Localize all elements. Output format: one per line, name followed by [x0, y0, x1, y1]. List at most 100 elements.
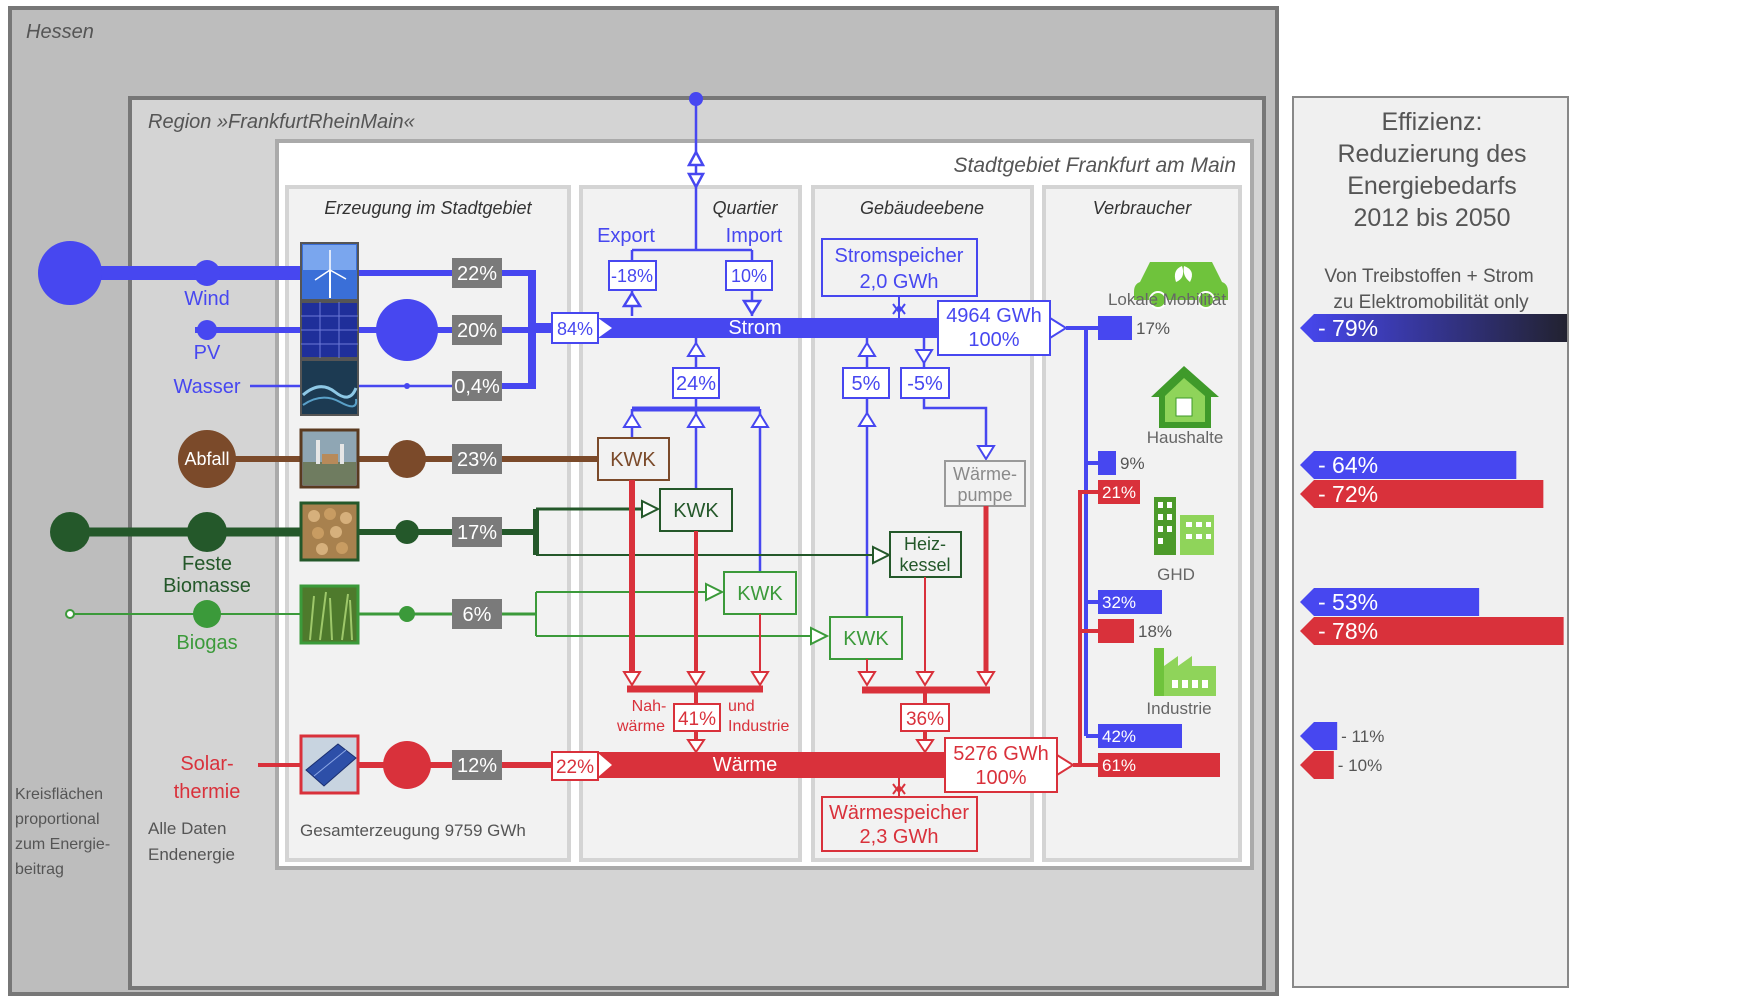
- consumer-strom-lines: [1066, 326, 1098, 738]
- pv-big-circle: [376, 299, 438, 361]
- consumer-bar-ind-waerme: [1098, 753, 1220, 777]
- quartier-heat-lines: [622, 480, 770, 754]
- efficiency-value-industrie-strom: - 11%: [1341, 727, 1384, 746]
- consumer-bar-ind-strom: [1098, 724, 1182, 748]
- strom-bus: [598, 318, 940, 338]
- waerme-in-pct: 22%: [556, 757, 594, 778]
- abfall-kwk-label: KWK: [610, 449, 656, 471]
- wasser-share: 0,4%: [454, 376, 500, 398]
- gebaeude-kwk-box: [829, 616, 903, 660]
- pv-share-box: [452, 315, 502, 345]
- efficiency-sub-2: zu Elektromobilität only: [1333, 292, 1529, 313]
- pct41-value: 41%: [678, 709, 716, 730]
- biomasse-label-2: Biomasse: [163, 575, 251, 597]
- waermepumpe-box: [944, 460, 1026, 507]
- column-gebaeude-title: Gebäudeebene: [860, 198, 984, 218]
- waerme-total-gwh: 5276 GWh: [953, 743, 1049, 765]
- gesamterzeugung-label: Gesamterzeugung 9759 GWh: [300, 821, 526, 840]
- wind-share-box: [452, 258, 502, 288]
- strom-total-pct: 100%: [968, 329, 1019, 351]
- consumer-bar-haus-strom: [1098, 451, 1116, 475]
- wasser-image: [300, 359, 359, 416]
- gebaeude-heat-lines: [857, 506, 996, 754]
- pct36-box: [900, 703, 950, 732]
- solar-image: [299, 734, 360, 795]
- biomasse-share: 17%: [457, 522, 497, 544]
- biomasse-small-circle: [395, 520, 419, 544]
- waermepumpe-label-1: Wärme-: [953, 464, 1017, 484]
- biogas-label: Biogas: [176, 632, 237, 654]
- efficiency-bar-ghd-strom: [1300, 588, 1480, 616]
- strom-in-pct: 84%: [557, 319, 593, 339]
- house-icon: [1151, 366, 1219, 428]
- consumer-bar-haus-waerme: [1098, 480, 1140, 504]
- pct41-box: [673, 703, 721, 732]
- biogas-small-circle: [399, 606, 415, 622]
- efficiency-panel: [1292, 96, 1569, 988]
- efficiency-bar-haushalte-waerme: [1300, 480, 1544, 508]
- efficiency-bar-haushalte-strom: [1300, 451, 1517, 479]
- biomasse-kwk-label: KWK: [673, 500, 719, 522]
- biogas-share-box: [452, 599, 502, 629]
- car-icon: [1134, 262, 1228, 309]
- consumer-value-ind-waerme: 61%: [1102, 756, 1136, 775]
- import-label: Import: [726, 225, 783, 247]
- grid-node: [689, 92, 703, 106]
- efficiency-value-haushalte-strom: - 64%: [1318, 452, 1378, 478]
- solar-circle: [383, 741, 431, 789]
- consumer-waerme-lines: [1073, 490, 1098, 767]
- ghd-label: GHD: [1157, 565, 1195, 584]
- pct36-value: 36%: [906, 709, 944, 730]
- column-quartier-title: Quartier: [712, 198, 778, 218]
- efficiency-value-ghd-strom: - 53%: [1318, 589, 1378, 615]
- waerme-total-arrow: [1056, 753, 1075, 777]
- quartier-strom-lines: [622, 338, 770, 572]
- efficiency-bar-industrie-waerme: [1300, 751, 1334, 779]
- kreisflaechen-label-3: zum Energie-: [15, 836, 110, 853]
- gebaeude-kwk-label: KWK: [843, 628, 889, 650]
- waerme-bus-label: Wärme: [713, 754, 777, 776]
- office-building-icon: [1154, 497, 1214, 555]
- efficiency-title-2: Reduzierung des: [1337, 140, 1526, 168]
- solar-share: 12%: [457, 755, 497, 777]
- pv-share: 20%: [457, 320, 497, 342]
- waermespeicher-label: Wärmespeicher: [829, 802, 969, 824]
- efficiency-title-3: Energiebedarfs: [1347, 172, 1517, 200]
- import-box: [725, 260, 773, 291]
- biogas-outer-circle: [65, 609, 75, 619]
- biogas-kwk-box: [723, 571, 797, 615]
- strom-up-pct: 24%: [676, 373, 716, 395]
- consumer-bar-ghd-strom: [1098, 590, 1162, 614]
- wasser-label: Wasser: [173, 376, 240, 398]
- abfall-small-circle: [388, 440, 426, 478]
- waermepumpe-label-2: pumpe: [957, 485, 1012, 505]
- kreisflaechen-label-2: proportional: [15, 811, 100, 828]
- abfall-label: Abfall: [184, 449, 229, 469]
- stromspeicher-value: 2,0 GWh: [860, 271, 939, 293]
- biogas-kwk-label: KWK: [737, 583, 783, 605]
- factory-icon: [1154, 648, 1216, 696]
- consumer-bar-mobil-strom: [1098, 316, 1132, 340]
- efficiency-bar-industrie-strom: [1300, 722, 1338, 750]
- export-pct: -18%: [611, 266, 653, 286]
- industrie-label-2: Industrie: [728, 718, 789, 735]
- zone-hessen-label: Hessen: [26, 21, 94, 43]
- heizkessel-label-1: Heiz-: [904, 534, 946, 554]
- abfall-image: [299, 428, 360, 489]
- efficiency-title-1: Effizienz:: [1382, 108, 1483, 136]
- alle-daten-label-2: Endenergie: [148, 845, 235, 864]
- kreisflaechen-label-4: beitrag: [15, 861, 64, 878]
- heizkessel-label-2: kessel: [899, 555, 950, 575]
- strom-up-box: [672, 367, 720, 399]
- wasser-share-box: [452, 371, 502, 401]
- stromspeicher-box: [821, 238, 978, 297]
- stromspeicher-label: Stromspeicher: [835, 245, 964, 267]
- minus5-pct: -5%: [907, 373, 943, 395]
- biomasse-label-1: Feste: [182, 553, 232, 575]
- pv-image: [300, 301, 359, 359]
- stromspeicher-link: [892, 296, 906, 318]
- minus5-box: [900, 367, 950, 399]
- wind-circle: [194, 260, 220, 286]
